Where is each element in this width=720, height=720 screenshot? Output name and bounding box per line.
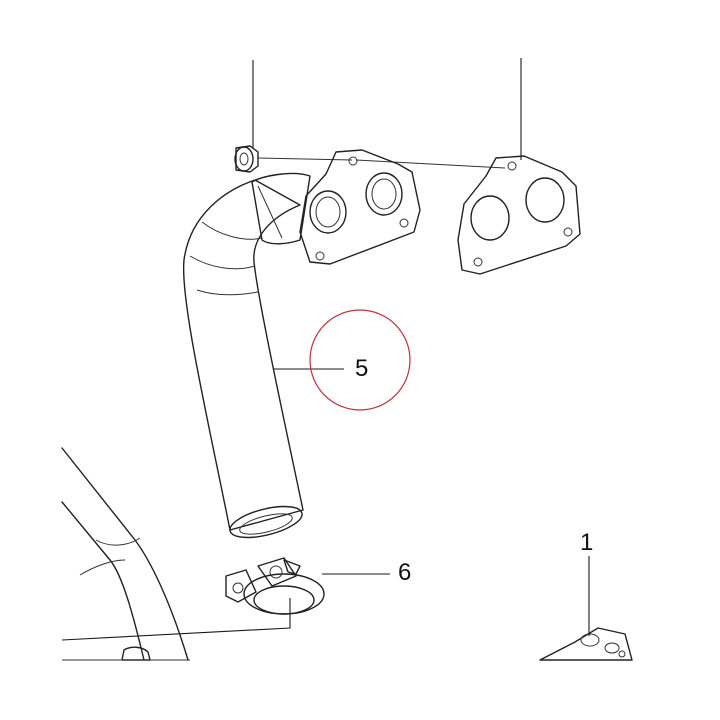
gasket-part xyxy=(457,155,581,275)
nut-part xyxy=(234,145,259,173)
stud-line-2 xyxy=(355,159,506,169)
bottom-right-flange-part xyxy=(539,627,633,661)
clamp-part xyxy=(225,557,325,615)
callout-5: 5 xyxy=(355,355,368,382)
callout-1: 1 xyxy=(580,529,593,556)
callout-6: 6 xyxy=(398,559,411,586)
lower-pipe-assembly-part xyxy=(61,447,190,661)
stud-line-1 xyxy=(257,157,353,161)
pipe-flange-part xyxy=(299,149,421,265)
exhaust-pipe-part xyxy=(182,172,311,539)
highlight-circle xyxy=(309,309,411,411)
